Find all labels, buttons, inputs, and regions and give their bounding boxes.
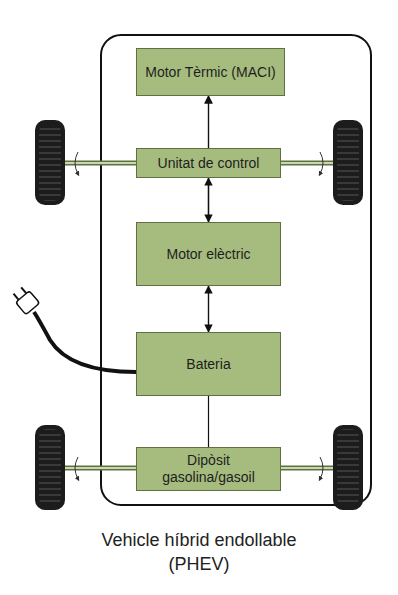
wheel [35,120,65,205]
rotation-arrow [320,457,323,479]
component-box: Motor Tèrmic (MACI) [136,48,285,96]
component-box: Unitat de control [136,148,281,178]
component-box: Dipòsit gasolina/gasoil [136,447,281,491]
car-body [101,35,371,505]
wheel [333,120,363,205]
rotation-arrow [75,457,78,479]
box-label: Dipòsit gasolina/gasoil [149,452,269,486]
box-label: Unitat de control [158,155,260,172]
wheel [333,425,363,510]
component-box: Bateria [136,332,281,396]
box-label: Motor elèctric [166,246,250,263]
rotation-arrow [320,152,323,174]
charging-cable [34,312,136,372]
component-box: Motor elèctric [136,222,281,286]
wheel [35,425,65,510]
rotation-arrow [75,152,78,174]
box-label: Bateria [186,356,230,373]
caption: Vehicle híbrid endollable (PHEV) [0,528,398,576]
plug [10,285,39,315]
box-label: Motor Tèrmic (MACI) [145,64,275,81]
